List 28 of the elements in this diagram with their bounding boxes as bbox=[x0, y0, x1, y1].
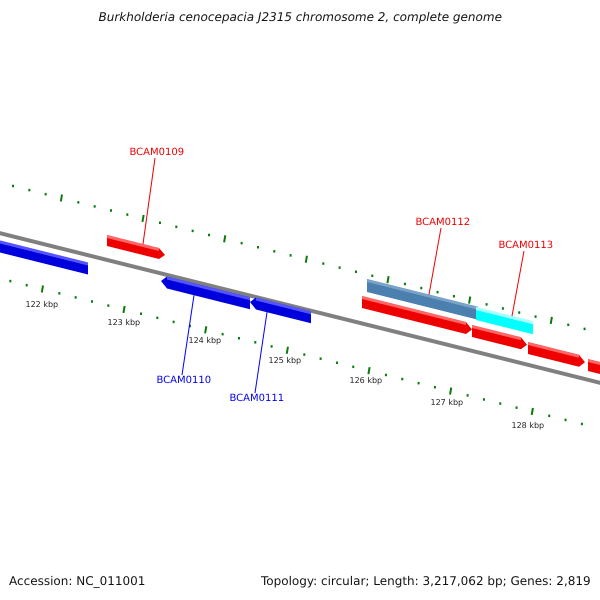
gene-feature bbox=[107, 235, 165, 259]
footer-text: Topology: circular; Length: 3,217,062 bp; Genes: 2,819 bbox=[261, 575, 591, 588]
gene-label: BCAM0111 bbox=[230, 393, 284, 404]
scale-label: 127 kbp bbox=[430, 399, 464, 408]
gene-feature bbox=[250, 298, 311, 324]
scale-label: 126 kbp bbox=[350, 377, 382, 386]
gene-feature bbox=[528, 342, 585, 367]
gene-label: BCAM0113 bbox=[498, 240, 554, 251]
gene-label: BCAM0109 bbox=[130, 147, 184, 158]
leader-line bbox=[254, 312, 268, 394]
gene-label: BCAM0110 bbox=[156, 375, 212, 386]
gene-feature bbox=[161, 276, 250, 310]
scale-label: 125 kbp bbox=[268, 357, 302, 366]
title: Burkholderia cenocepacia J2315 chromosome 2, complete genome bbox=[98, 11, 502, 24]
gene-feature bbox=[588, 359, 600, 375]
scale-label: 128 kbp bbox=[512, 422, 544, 431]
scale-label: 122 kbp bbox=[26, 301, 58, 310]
footer-text: Accession: NC_011001 bbox=[9, 575, 146, 588]
gene-feature bbox=[472, 325, 527, 350]
scale-label: 124 kbp bbox=[188, 337, 222, 346]
leader-line bbox=[142, 158, 156, 244]
leader-line bbox=[512, 250, 524, 316]
gene-feature bbox=[0, 240, 88, 274]
scale-label: 123 kbp bbox=[108, 319, 140, 328]
gene-label: BCAM0112 bbox=[416, 217, 470, 228]
leader-line bbox=[182, 294, 194, 376]
leader-line bbox=[428, 228, 442, 295]
gene-feature bbox=[362, 296, 472, 334]
